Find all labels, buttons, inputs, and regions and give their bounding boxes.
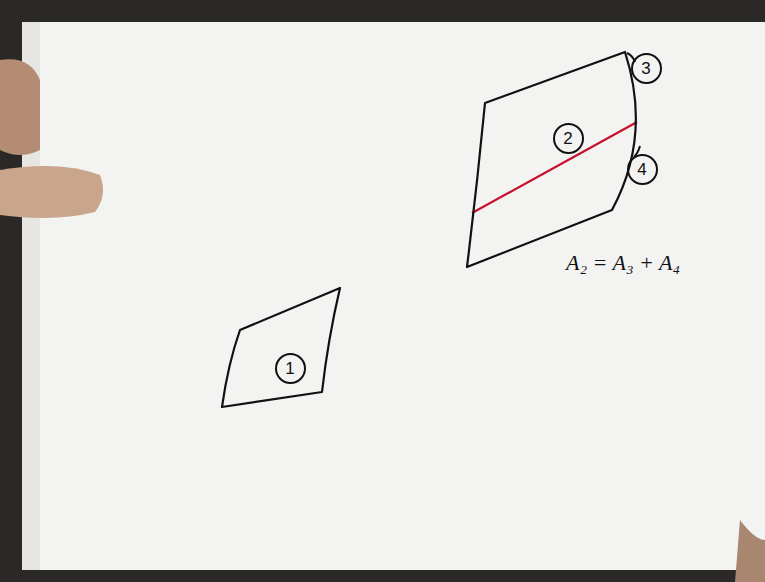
surface-patch: 1	[218, 284, 346, 412]
patch-outline	[218, 284, 346, 412]
callout-number: 4	[627, 154, 658, 185]
area-equation: A₂ = A₃ + A₄	[566, 251, 680, 275]
patch-outline	[462, 46, 652, 272]
dividing-line	[472, 122, 637, 213]
callout-number: 3	[631, 53, 662, 84]
surface-patch: 2	[462, 46, 652, 272]
patch-number: 1	[275, 353, 306, 384]
patch-number: 2	[553, 123, 584, 154]
